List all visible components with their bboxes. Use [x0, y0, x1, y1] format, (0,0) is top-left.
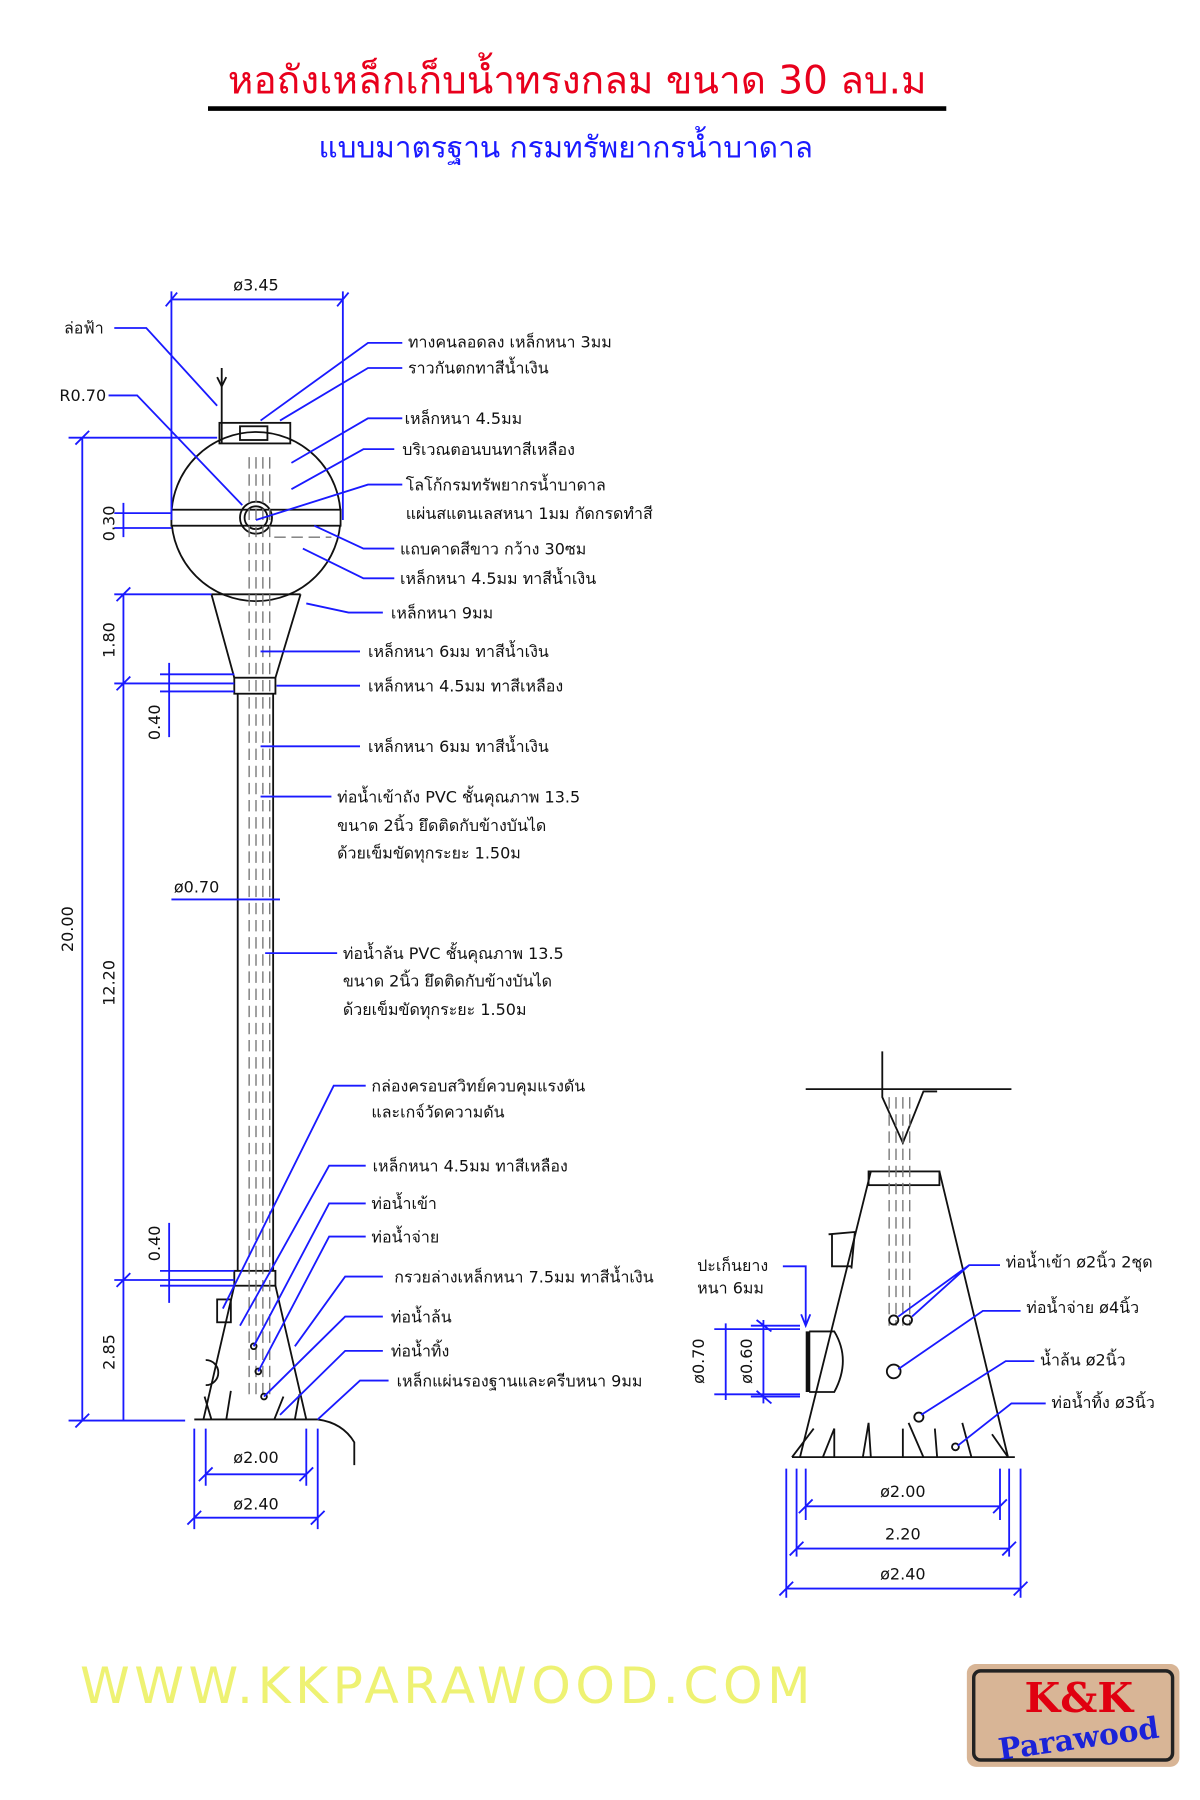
dimension-lines: ø3.45 0.30 20.00 1.80 0.40 12.20 0.40 2.…	[58, 275, 350, 1530]
dim-collar-top: 0.40	[145, 704, 164, 740]
callout: ด้วยเข็มขัดทุกระยะ 1.50ม	[343, 999, 527, 1020]
callout: ท่อน้ำจ่าย ø4นิ้ว	[1026, 1296, 1139, 1317]
dim-base-inner: ø2.00	[233, 1448, 278, 1467]
callout: กรวยล่างเหล็กหนา 7.5มม ทาสีน้ำเงิน	[394, 1265, 653, 1286]
callout: เหล็กหนา 4.5มม ทาสีเหลือง	[368, 675, 563, 695]
tower-elevation	[170, 368, 356, 1466]
callout: เหล็กหนา 6มม ทาสีน้ำเงิน	[368, 735, 549, 756]
watermark: WWW.KKPARAWOOD.COM	[80, 1656, 815, 1715]
dim-shaft: 12.20	[99, 960, 118, 1006]
page-title: หอถังเหล็กเก็บน้ำทรงกลม ขนาด 30 ลบ.ม	[228, 52, 927, 104]
callout: ท่อน้ำจ่าย	[371, 1225, 439, 1246]
callout: น้ำล้น ø2นิ้ว	[1040, 1349, 1126, 1370]
callout: กล่องครอบสวิทย์ควบคุมแรงดัน	[371, 1076, 585, 1096]
dim-outer: ø2.40	[880, 1564, 925, 1583]
gasket-label: หนา 6มม	[697, 1279, 764, 1298]
callout: เหล็กหนา 4.5มม ทาสีน้ำเงิน	[400, 567, 596, 588]
callout: ท่อน้ำเข้า ø2นิ้ว 2ชุด	[1006, 1250, 1153, 1272]
callout: ท่อน้ำล้น PVC ชั้นคุณภาพ 13.5	[343, 942, 564, 964]
callout: ท่อน้ำทิ้ง	[391, 1340, 449, 1361]
dim-inner: ø2.00	[880, 1482, 925, 1501]
callout: และเกจ์วัดความดัน	[371, 1103, 504, 1122]
dim-shaft-diameter: ø0.70	[174, 878, 219, 897]
lightning-rod-label: ล่อฟ้า	[64, 319, 104, 338]
callout: ท่อน้ำเข้า	[371, 1192, 436, 1213]
dim-cone: 1.80	[99, 622, 118, 658]
callout: ทางคนลอดลง เหล็กหนา 3มม	[408, 331, 612, 351]
dim-top-diameter: ø3.45	[233, 275, 278, 294]
callout: ราวกันตกทาสีน้ำเงิน	[408, 357, 549, 378]
dim-collar-bottom: 0.40	[145, 1226, 164, 1262]
callout: ท่อน้ำทิ้ง ø3นิ้ว	[1051, 1391, 1154, 1412]
dim-manhole-inner: ø0.60	[737, 1338, 756, 1383]
leader-lines	[108, 327, 403, 1421]
callout: เหล็กหนา 6มม ทาสีน้ำเงิน	[368, 640, 549, 661]
dim-manhole-outer: ø0.70	[689, 1338, 708, 1383]
page-subtitle: แบบมาตรฐาน กรมทรัพยากรน้ำบาดาล	[318, 127, 813, 166]
radius-label: R0.70	[59, 386, 106, 405]
callout: เหล็กหนา 9มม	[391, 602, 493, 622]
gasket-label: ปะเก็นยาง	[697, 1255, 768, 1275]
dim-band: 0.30	[99, 506, 118, 542]
dim-base-outer: ø2.40	[233, 1495, 278, 1514]
callout: ขนาด 2นิ้ว ยึดติดกับข้างบันได	[343, 969, 552, 990]
dim-middle: 2.20	[885, 1524, 921, 1543]
callout: แผ่นสแตนเลสหนา 1มม กัดกรดทำสี	[406, 504, 653, 523]
callout: เหล็กหนา 4.5มม ทาสีเหลือง	[373, 1155, 568, 1175]
base-detail-dimensions: ø0.70 ø0.60 ø2.00 2.20 ø2.40 ปะเก็นยาง ห…	[689, 1250, 1155, 1598]
callout: แถบคาดสีขาว กว้าง 30ซม	[400, 539, 586, 558]
callout: เหล็กแผ่นรองฐานและครีบหนา 9มม	[397, 1370, 643, 1390]
callout: เหล็กหนา 4.5มม	[405, 408, 523, 428]
callout: ด้วยเข็มขัดทุกระยะ 1.50ม	[337, 842, 521, 863]
left-callouts: ล่อฟ้า R0.70 ทางคนลอดลง เหล็กหนา 3มม ราว…	[59, 319, 653, 1391]
callout: ขนาด 2นิ้ว ยึดติดกับข้างบันได	[337, 814, 546, 835]
callout: ท่อน้ำล้น	[391, 1305, 452, 1326]
dim-total-height: 20.00	[58, 906, 77, 952]
callout: ท่อน้ำเข้าถัง PVC ชั้นคุณภาพ 13.5	[337, 785, 580, 807]
logo-line1: K&K	[1025, 1673, 1136, 1722]
base-detail	[791, 1051, 1015, 1459]
callout: บริเวณตอนบนทาสีเหลือง	[402, 440, 575, 459]
dim-base: 2.85	[99, 1334, 118, 1370]
kk-parawood-logo: K&K Parawood	[966, 1664, 1180, 1768]
callout: โลโก้กรมทรัพยากรน้ำบาดาล	[406, 473, 606, 494]
